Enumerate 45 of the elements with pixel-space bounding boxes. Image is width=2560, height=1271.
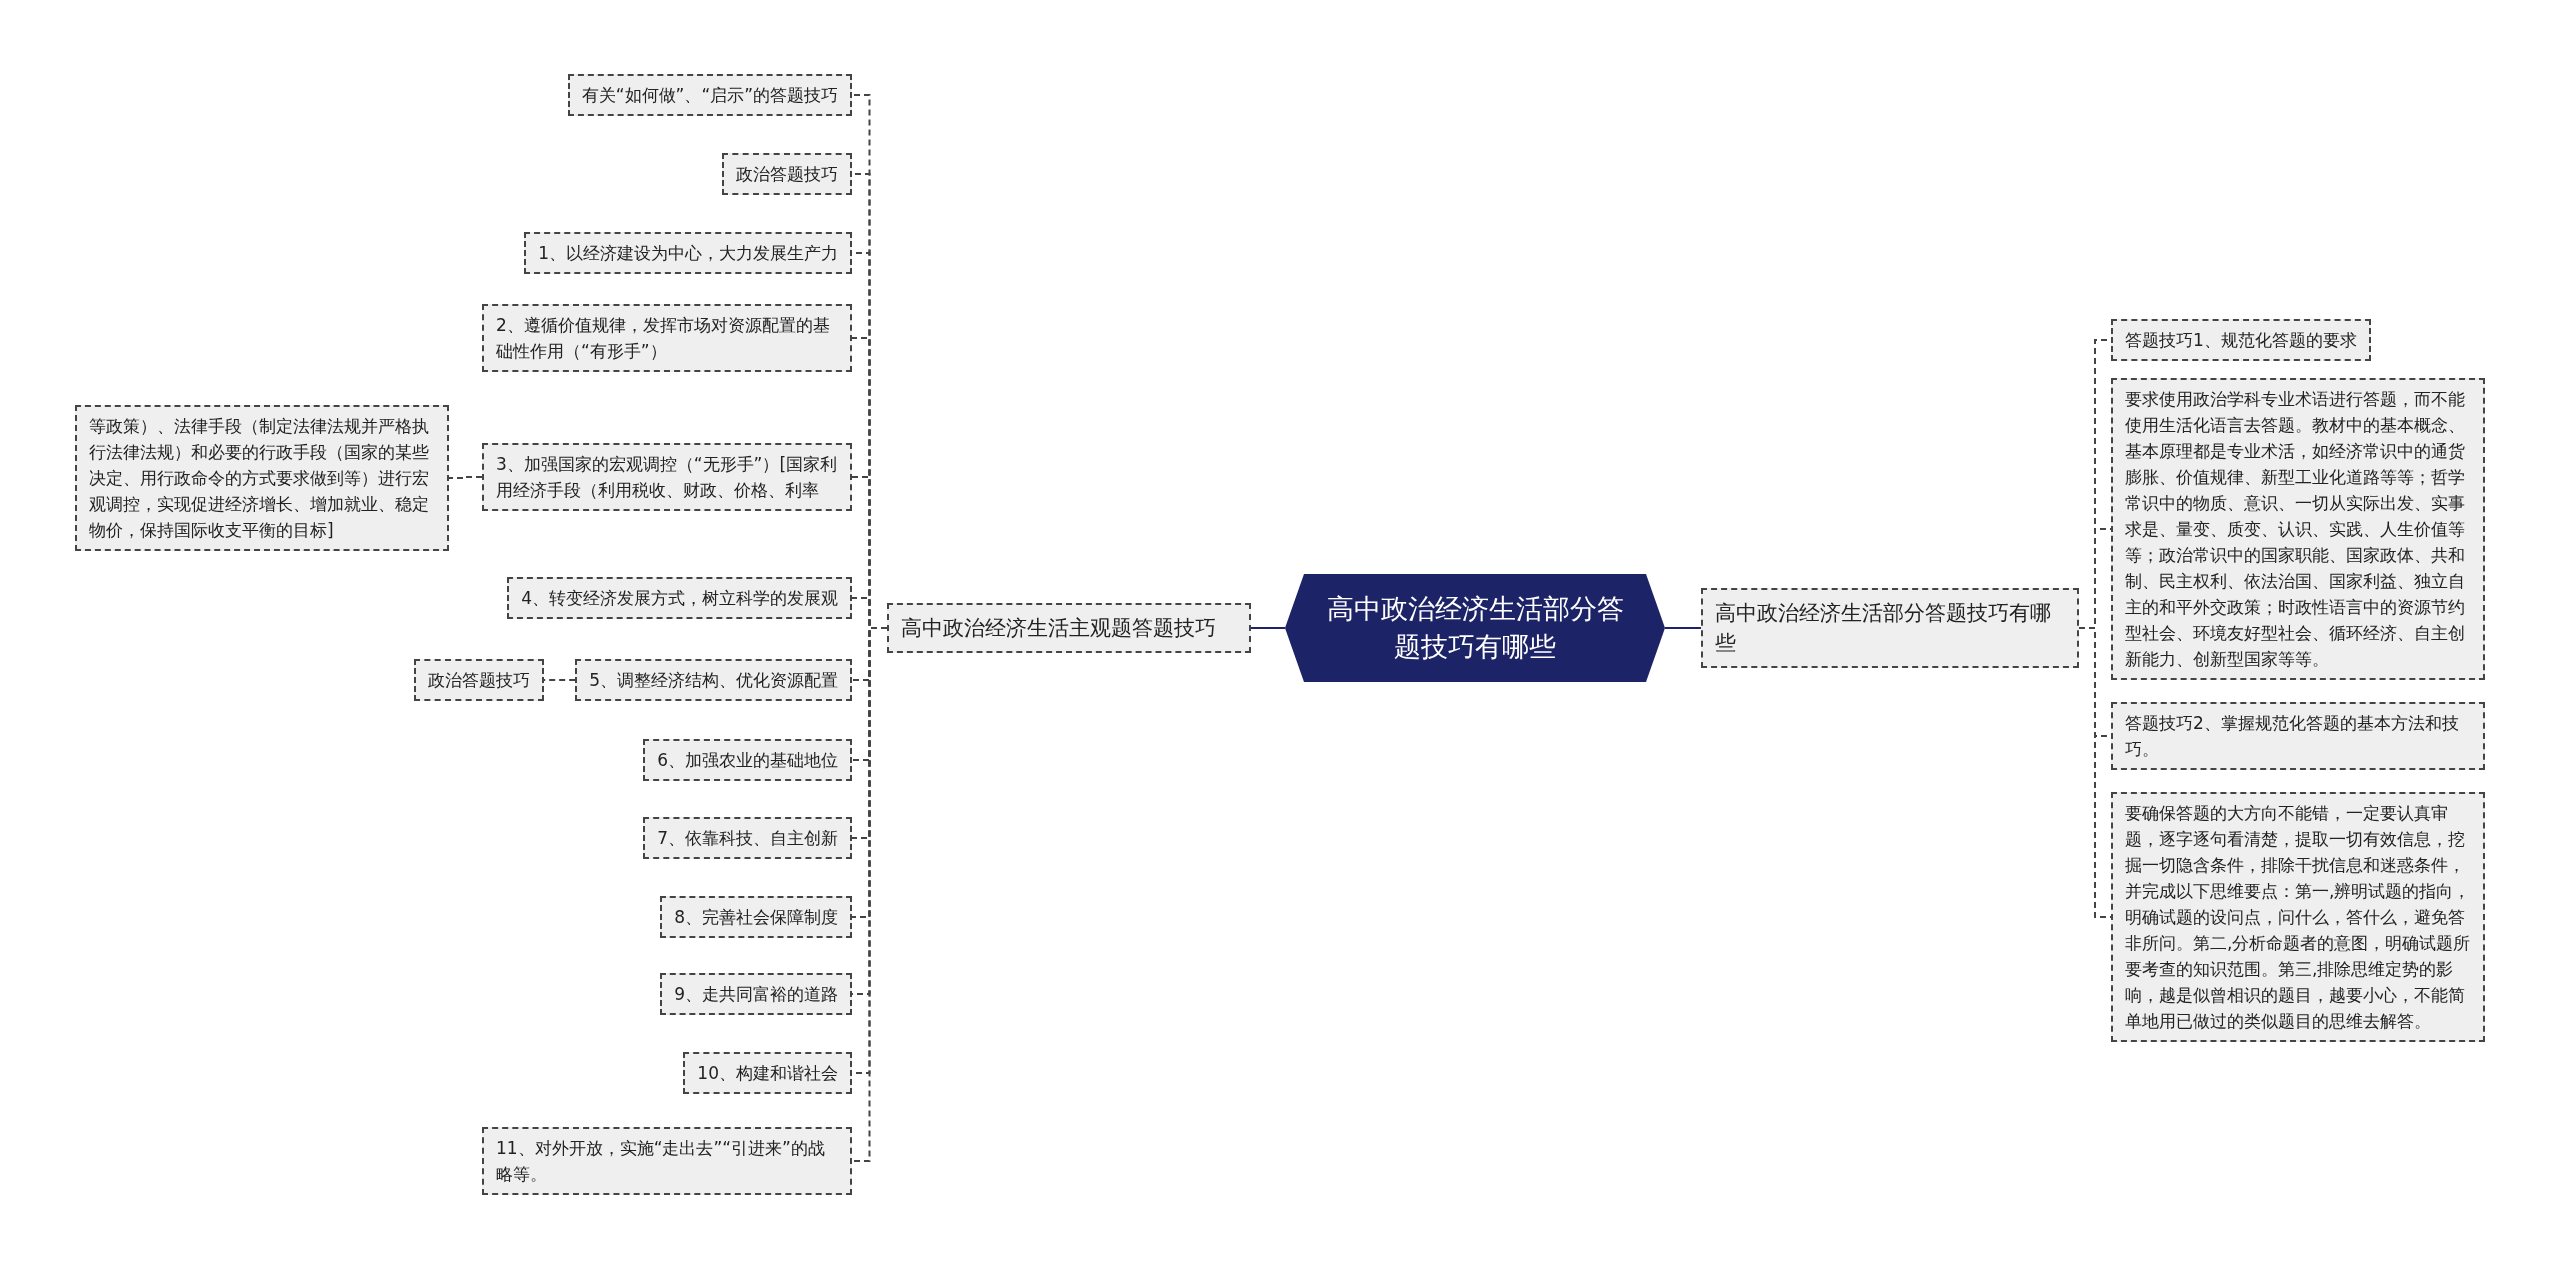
node-text: 有关“如何做”、“启示”的答题技巧 (581, 84, 838, 107)
leaf-box (482, 443, 852, 511)
leaf-box (414, 659, 544, 701)
node-text: 3、加强国家的宏观调控（“无形手”）[国家利用经济手段（利用税收、财政、价格、利率 (496, 453, 838, 502)
node-text: 要求使用政治学科专业术语进行答题，而不能使用生活化语言去答题。教材中的基本概念、基本原理都是专业术活，如经济常识中的通货膨胀、价值规律、新型工业化道路等等；哲学常识中的物质、意识、一切从实际出发、实事求是、量变、质变、认识、实践、人生价值等等；政治常识中的国家职能、国家政体、共和制、民主权利、依法治国、国家利益、独立自主的和平外交政策；时政性语言中的资源节约型社会、环境友好型社会、循环经济、自主创新能力、创新型国家等等。 (2125, 388, 2466, 671)
node-text: 政治答题技巧 (428, 669, 530, 692)
node-text: 7、依靠科技、自主创新 (657, 827, 838, 850)
leaf-box (575, 659, 852, 701)
leaf-box (482, 1127, 852, 1195)
leaf-box (660, 896, 852, 938)
node-text: 6、加强农业的基础地位 (657, 749, 838, 772)
connector-line (448, 476, 483, 479)
branch-box (1701, 588, 2079, 668)
leaf-box (524, 232, 852, 274)
leaf-box (507, 577, 852, 619)
node-text: 1、以经济建设为中心，大力发展生产力 (538, 242, 838, 265)
node-text: 高中政治经济生活主观题答题技巧 (901, 615, 1217, 642)
node-text: 4、转变经济发展方式，树立科学的发展观 (521, 587, 838, 610)
connector-line (1664, 627, 1702, 629)
leaf-box (2111, 702, 2485, 770)
node-text: 高中政治经济生活部分答题技巧有哪些 (1325, 592, 1625, 664)
node-text: 政治答题技巧 (736, 163, 838, 186)
leaf-box (567, 74, 852, 116)
connector-line (1250, 627, 1286, 629)
node-text: 高中政治经济生活部分答题技巧有哪些 (1715, 600, 2052, 657)
branch-box (887, 603, 1251, 653)
leaf-box (75, 405, 449, 551)
leaf-box (722, 153, 852, 195)
node-text: 等政策）、法律手段（制定法律法规并严格执行法律法规）和必要的行政手段（国家的某些决定、用行政命令的方式要求做到等）进行宏观调控，实现促进经济增长、增加就业、稳定物价，保持国际收支平衡的目标] (89, 415, 430, 542)
node-text: 答题技巧1、规范化答题的要求 (2125, 329, 2357, 352)
leaf-box (643, 817, 852, 859)
topic-hexagon (1285, 574, 1665, 682)
leaf-box (643, 739, 852, 781)
node-text: 8、完善社会保障制度 (674, 906, 838, 929)
node-text: 11、对外开放，实施“走出去”“引进来”的战略等。 (496, 1137, 826, 1186)
node-text: 10、构建和谐社会 (697, 1062, 838, 1085)
node-text: 要确保答题的大方向不能错，一定要认真审题，逐字逐句看清楚，提取一切有效信息，挖掘一切隐含条件，排除干扰信息和迷惑条件，并完成以下思维要点：第一,辨明试题的指向，明确试题的设问点，问什么，答什么，避免答非所问。第二,分析命题者的意图，明确试题所要考查的知识范围。第三,排除思维定势的影响，越是似曾相识的题目，越要小心，不能简单地用已做过的类似题目的思维去解答。 (2125, 802, 2471, 1033)
leaf-box (482, 304, 852, 372)
node-text: 9、走共同富裕的道路 (674, 983, 838, 1006)
leaf-box (660, 973, 852, 1015)
leaf-box (683, 1052, 852, 1094)
node-text: 2、遵循价值规律，发挥市场对资源配置的基础性作用（“有形手”） (496, 314, 831, 363)
node-text: 答题技巧2、掌握规范化答题的基本方法和技巧。 (2125, 712, 2460, 761)
node-text: 5、调整经济结构、优化资源配置 (589, 669, 838, 692)
leaf-box (2111, 319, 2371, 361)
